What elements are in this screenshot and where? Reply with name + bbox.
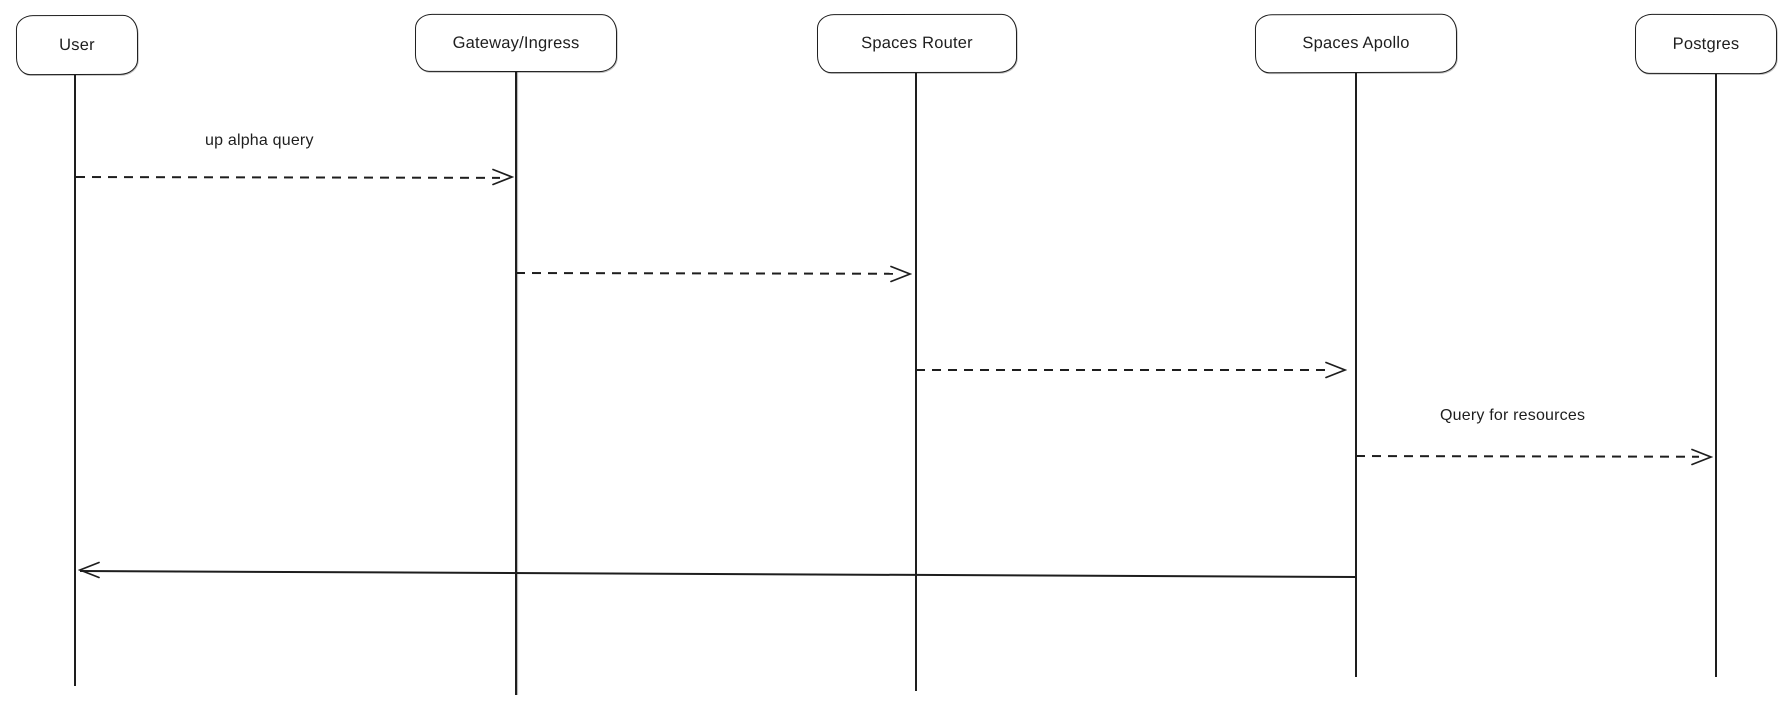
message-arrow-apollo-to-user-return[interactable] xyxy=(79,570,1356,578)
actor-box-gateway-ingress[interactable]: Gateway/Ingress xyxy=(414,13,618,73)
arrowhead-right-icon xyxy=(890,265,912,283)
message-arrow-router-to-apollo[interactable] xyxy=(916,369,1331,371)
actor-label-gateway-ingress: Gateway/Ingress xyxy=(452,33,580,52)
actor-label-spaces-router: Spaces Router xyxy=(861,33,973,53)
message-arrow-user-to-gateway[interactable] xyxy=(75,176,501,179)
actor-label-spaces-apollo: Spaces Apollo xyxy=(1302,33,1410,53)
arrowhead-right-icon xyxy=(1691,448,1713,466)
actor-label-user: User xyxy=(59,35,95,54)
message-label-up-alpha-query: up alpha query xyxy=(205,132,314,149)
actor-label-postgres: Postgres xyxy=(1672,34,1740,53)
actor-box-spaces-router[interactable]: Spaces Router xyxy=(816,13,1018,74)
arrowhead-right-icon xyxy=(492,168,514,186)
lifeline-user[interactable] xyxy=(74,75,76,686)
arrowhead-left-icon xyxy=(78,561,100,579)
arrowhead-right-icon xyxy=(1325,361,1347,379)
message-label-query-for-resources: Query for resources xyxy=(1440,407,1586,424)
lifeline-gateway-ingress[interactable] xyxy=(515,72,517,695)
actor-box-spaces-apollo[interactable]: Spaces Apollo xyxy=(1254,13,1458,74)
actor-box-postgres[interactable]: Postgres xyxy=(1634,13,1778,75)
message-arrow-gateway-to-router[interactable] xyxy=(515,272,899,275)
lifeline-spaces-apollo[interactable] xyxy=(1355,73,1357,677)
message-arrow-apollo-to-postgres[interactable] xyxy=(1355,455,1700,458)
lifeline-postgres[interactable] xyxy=(1715,74,1717,677)
actor-box-user[interactable]: User xyxy=(15,14,139,76)
lifeline-spaces-router[interactable] xyxy=(915,73,917,691)
